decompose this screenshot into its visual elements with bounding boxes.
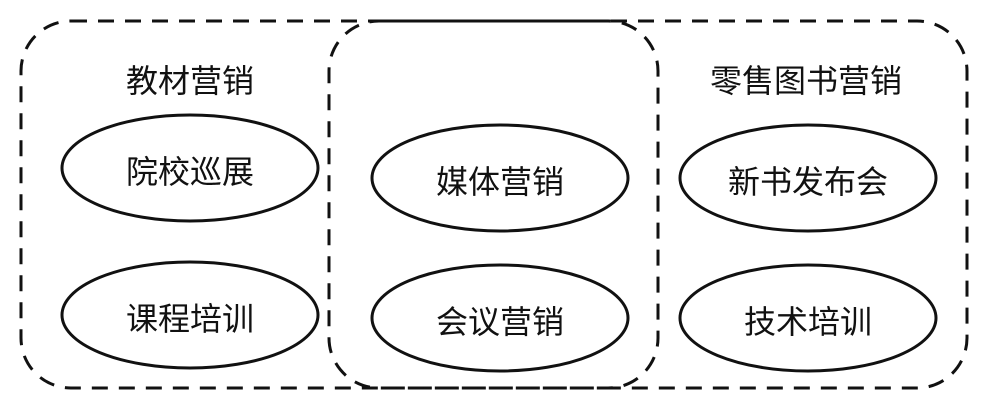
group-title-textbook-marketing: 教材营销 bbox=[125, 62, 255, 100]
ellipse-conference-marketing bbox=[370, 263, 630, 373]
ellipse-course-training bbox=[60, 260, 320, 370]
middle-dashed-group bbox=[327, 19, 660, 390]
ellipse-media-marketing bbox=[370, 123, 630, 233]
node-media-marketing: 媒体营销 bbox=[435, 163, 565, 201]
node-campus-tour: 院校巡展 bbox=[125, 153, 255, 191]
ellipse-tech-training bbox=[678, 263, 938, 373]
outer-dashed-group bbox=[19, 19, 969, 390]
ellipse-book-launch bbox=[678, 123, 938, 233]
node-conference-marketing: 会议营销 bbox=[435, 303, 565, 341]
node-course-training: 课程培训 bbox=[125, 300, 255, 338]
group-title-retail-book-marketing: 零售图书营销 bbox=[709, 62, 903, 100]
node-tech-training: 技术培训 bbox=[743, 303, 873, 341]
node-book-launch: 新书发布会 bbox=[727, 163, 889, 201]
ellipse-campus-tour bbox=[60, 113, 320, 223]
